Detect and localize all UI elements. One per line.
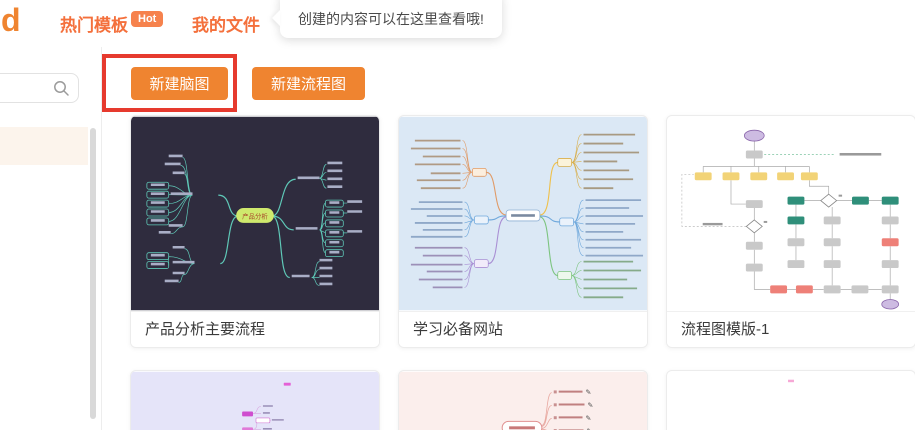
search-input[interactable] <box>3 75 53 101</box>
svg-text:✎: ✎ <box>585 390 591 397</box>
card-thumbnail: ✎ ✎ ✎ ✎ <box>399 371 647 430</box>
template-card-white[interactable] <box>666 370 915 430</box>
mindmap-pink-graphic: ✎ ✎ ✎ ✎ <box>399 371 647 430</box>
tooltip-arrow-icon <box>272 10 280 26</box>
logo-fragment[interactable]: d <box>1 2 21 38</box>
search-icon <box>54 81 69 96</box>
highlight-box <box>102 54 237 112</box>
svg-text:产品分析: 产品分析 <box>242 211 268 220</box>
template-card-pink[interactable]: ✎ ✎ ✎ ✎ <box>398 370 648 430</box>
sidebar-divider <box>101 47 102 430</box>
template-card-study-websites[interactable]: 学习必备网站 <box>398 115 648 348</box>
hot-badge: Hot <box>131 11 164 27</box>
mindmap-blue-graphic <box>399 116 647 311</box>
mindmap-dark-graphic: 产品分析 <box>131 116 379 311</box>
nav-my-files[interactable]: 我的文件 <box>192 16 260 35</box>
search-box[interactable] <box>0 73 79 103</box>
card-title: 学习必备网站 <box>399 311 647 347</box>
card-title: 产品分析主要流程 <box>131 311 379 347</box>
mindmap-white-graphic <box>667 371 915 430</box>
svg-text:✎: ✎ <box>586 428 592 430</box>
tooltip-bubble: 创建的内容可以在这里查看哦! <box>272 0 502 38</box>
sidebar-scrollbar[interactable] <box>90 128 96 419</box>
template-card-flowchart[interactable]: 流程图模版-1 <box>666 115 915 348</box>
new-mindmap-button[interactable]: 新建脑图 <box>131 67 228 100</box>
template-card-lavender[interactable] <box>130 370 380 430</box>
card-title: 流程图模版-1 <box>667 311 915 347</box>
tooltip-text: 创建的内容可以在这里查看哦! <box>298 11 484 27</box>
card-thumbnail: 产品分析 <box>131 116 379 311</box>
card-thumbnail <box>399 116 647 311</box>
new-flowchart-button[interactable]: 新建流程图 <box>252 67 365 100</box>
card-thumbnail <box>667 116 915 311</box>
sidebar-item-active[interactable] <box>0 127 88 165</box>
flowchart-graphic <box>667 116 915 311</box>
nav-hot-templates-label: 热门模板 <box>60 16 128 35</box>
svg-text:✎: ✎ <box>587 402 593 409</box>
mindmap-lavender-graphic <box>131 371 379 430</box>
svg-text:✎: ✎ <box>585 415 591 422</box>
template-card-product-analysis[interactable]: 产品分析 产品分析主要流程 <box>130 115 380 348</box>
card-thumbnail <box>667 371 915 430</box>
card-thumbnail <box>131 371 379 430</box>
